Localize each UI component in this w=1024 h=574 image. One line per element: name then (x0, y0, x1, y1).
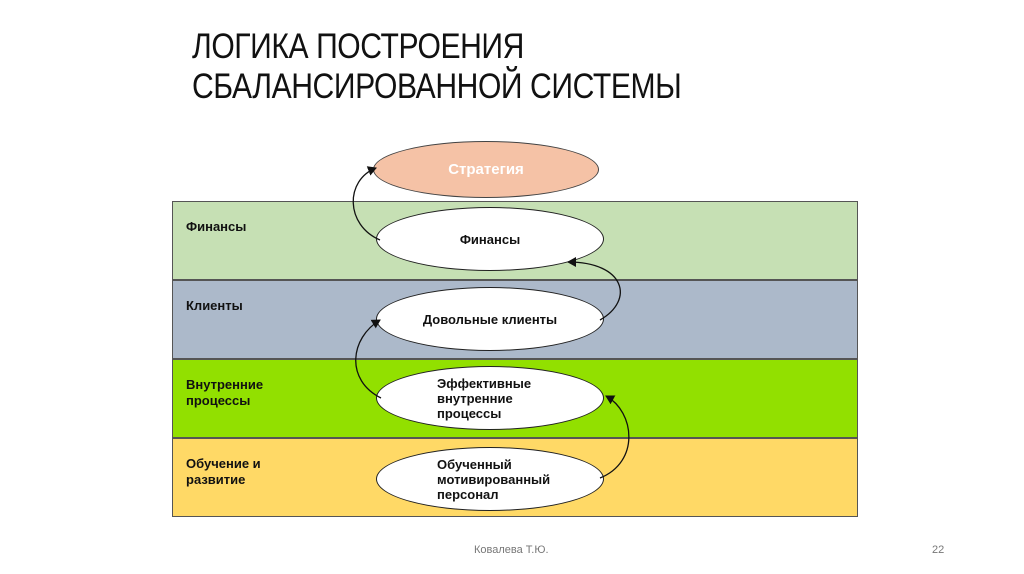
band-label-clients: Клиенты (186, 298, 243, 313)
ellipse-label-learning: Обученный мотивированный персонал (437, 456, 551, 502)
arrow-clients-to-finance (567, 257, 621, 321)
arrow-processes-to-clients (355, 319, 382, 399)
band-label-learning: Обучение и развитие (186, 456, 261, 487)
ellipse-label-clients: Довольные клиенты (422, 311, 558, 327)
ellipse-learning: Обученный мотивированный персонал (376, 447, 604, 511)
band-label-finance: Финансы (186, 219, 247, 234)
ellipse-label-finance: Финансы (459, 231, 521, 247)
strategy-label: Стратегия (448, 161, 524, 178)
ellipse-clients: Довольные клиенты (376, 287, 604, 351)
band-label-processes: Внутренние процессы (186, 377, 264, 408)
arrow-finance-to-strategy (352, 166, 381, 241)
footer-author: Ковалева Т.Ю. (474, 544, 549, 556)
page-number: 22 (932, 544, 945, 556)
title-line-1: ЛОГИКА ПОСТРОЕНИЯ (192, 27, 524, 66)
slide-title: ЛОГИКА ПОСТРОЕНИЯ СБАЛАНСИРОВАННОЙ СИСТЕ… (192, 27, 682, 107)
title-line-2: СБАЛАНСИРОВАННОЙ СИСТЕМЫ (192, 67, 682, 106)
ellipse-label-processes: Эффективные внутренние процессы (437, 375, 532, 421)
arrow-learning-to-processes (599, 395, 630, 479)
ellipse-processes: Эффективные внутренние процессы (376, 366, 604, 430)
ellipse-finance: Финансы (376, 207, 604, 271)
